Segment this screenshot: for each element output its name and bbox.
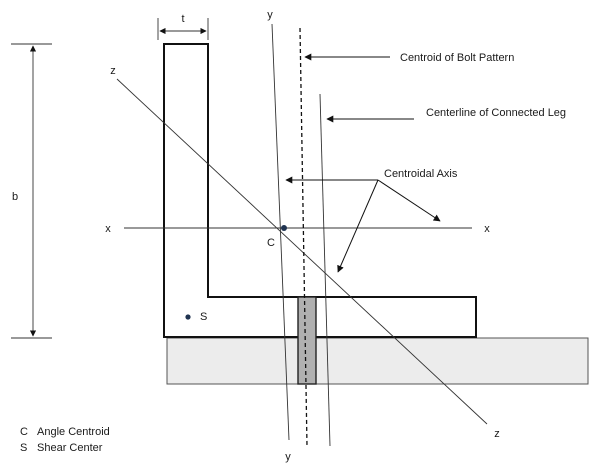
y-axis-label-bottom: y [285, 451, 291, 463]
connected-leg-centerline [319, 93, 331, 447]
legend-symbol-shear-center: S [20, 442, 27, 454]
connected-leg-callout-text: Centerline of Connected Leg [426, 107, 566, 119]
legend-text-shear-center: Shear Center [37, 442, 103, 454]
z-axis-line [116, 78, 488, 425]
t-dim-label: t [181, 13, 184, 25]
shear-center-label: S [200, 311, 207, 323]
x-axis-label-left: x [105, 223, 111, 235]
bolt-pattern-callout-text: Centroid of Bolt Pattern [400, 52, 514, 64]
y-axis-label-top: y [267, 9, 273, 21]
centroid-point [281, 225, 287, 231]
x-axis-label-right: x [484, 223, 490, 235]
b-dim-label: b [12, 191, 18, 203]
bolt [297, 296, 317, 385]
shear-center-point [185, 314, 191, 320]
centroidal-axis-arrow-z [377, 179, 441, 222]
angle-section-outline [163, 43, 477, 338]
support-plate [166, 337, 589, 385]
legend-symbol-centroid: C [20, 426, 28, 438]
centroid-label: C [267, 237, 275, 249]
centroidal-axis-callout-text: Centroidal Axis [384, 168, 458, 180]
z-axis-label-bottom: z [494, 428, 500, 440]
legend: C Angle Centroid S Shear Center [20, 426, 110, 454]
legend-text-centroid: Angle Centroid [37, 426, 110, 438]
z-axis-label-top: z [110, 65, 116, 77]
centroidal-axis-arrow-leg [337, 179, 379, 273]
